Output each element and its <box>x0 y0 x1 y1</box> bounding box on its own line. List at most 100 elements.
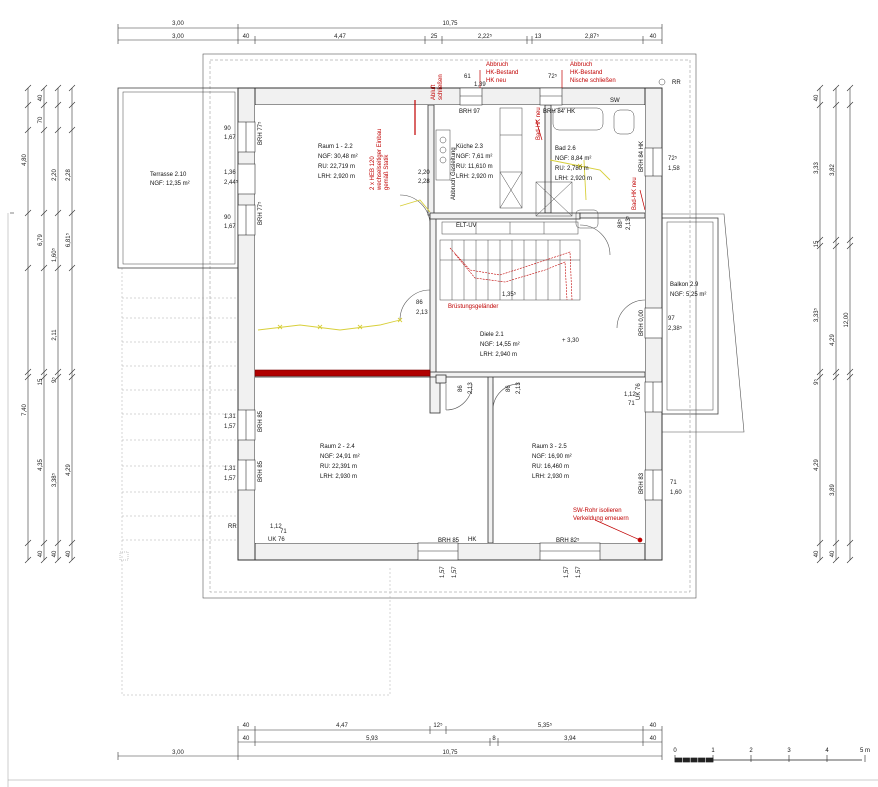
dim-top-2-1: 40 <box>243 34 250 40</box>
dimension-tick <box>40 556 48 564</box>
dim-bottom-3-0: 3,00 <box>172 750 184 756</box>
roof-outline-inner <box>209 59 691 593</box>
scale-tick-label: 4 <box>825 748 829 754</box>
dimension-tick <box>24 373 32 381</box>
dimension-tick <box>54 539 62 547</box>
room2: Raum 2 - 2.4 NGF: 24,91 m² RU: 22,391 m … <box>320 444 360 480</box>
dimension-tick <box>832 368 840 376</box>
kitchen-ngf: NGF: 7,61 m² <box>456 154 492 160</box>
dimension-tick <box>846 242 854 250</box>
dimension-tick <box>24 126 32 134</box>
label-brh000: BRH 0,00 <box>639 309 645 336</box>
dimension-tick <box>68 373 76 381</box>
dimension-tick <box>68 209 76 217</box>
room1-ngf: NGF: 30,48 m² <box>318 154 358 160</box>
uk76a: UK 76 <box>268 537 285 543</box>
dimension-tick <box>54 368 62 376</box>
dimension-tick <box>40 84 48 92</box>
label-brh82: BRH 82⁵ <box>556 537 580 544</box>
dim-bottom-1-4: 40 <box>650 723 657 729</box>
label-brh84b: BRH 84 HK <box>639 141 645 172</box>
dim-left-17: 40 <box>66 550 72 557</box>
note-gelaender: Brüstungsgeländer <box>448 304 498 310</box>
dim-right-10: 40 <box>814 550 820 557</box>
dim-left-4: 2,28 <box>66 169 72 181</box>
note-abbruch2-2: Nische schließen <box>570 78 616 84</box>
note-beam-0: 2 x HEB 120 <box>370 156 376 190</box>
label-rr-1: RR <box>672 80 681 86</box>
dim-bottom-2-3: 3,94 <box>564 736 576 742</box>
dim-left-10: 9⁵ <box>51 377 58 383</box>
dimension-tick <box>846 368 854 376</box>
lower-box <box>119 551 129 561</box>
dim-left-15: 40 <box>38 550 44 557</box>
dimension-tick <box>40 368 48 376</box>
staircase <box>439 221 581 301</box>
rr-circle-1 <box>658 78 666 86</box>
dimension-tick <box>832 373 840 381</box>
light-fixtures <box>277 163 583 330</box>
w135: 1,35⁵ <box>502 291 517 298</box>
dim-bottom-2-1: 5,93 <box>366 736 378 742</box>
w131a: 1,31 <box>224 414 236 420</box>
balcony-ngf: NGF: 5,25 m² <box>670 292 706 298</box>
kitchen-name: Küche 2.3 <box>456 144 484 150</box>
windows <box>237 87 663 561</box>
bath-lrh: LRH: 2,920 m <box>555 176 592 182</box>
dimension-tick <box>68 539 76 547</box>
w167a: 1,67 <box>224 135 236 141</box>
room2-ngf: NGF: 24,91 m² <box>320 454 360 460</box>
dimension-tick <box>54 556 62 564</box>
bath: Bad 2.6 NGF: 8,84 m² RU: 2,780 m LRH: 2,… <box>555 146 592 182</box>
dimension-tick <box>40 209 48 217</box>
dim-left-14: 4,35 <box>38 459 44 471</box>
w61: 61 <box>464 74 471 80</box>
dimension-tick <box>24 368 32 376</box>
label-brh85c: BRH 85 <box>438 538 460 544</box>
label-rr-2: RR <box>228 524 237 530</box>
dim-bottom-1-2: 12⁵ <box>433 722 443 729</box>
bath-ru: RU: 2,780 m <box>555 166 589 172</box>
w71a: 71 <box>280 529 287 535</box>
label-sw: SW <box>610 98 620 104</box>
w157a: 1,57 <box>224 424 236 430</box>
scale-tick-label: 5 m <box>860 748 870 754</box>
dim-bottom-3-1: 10,75 <box>442 750 458 756</box>
scale-tick-label: 2 <box>749 748 753 754</box>
dim-left-1: 40 <box>38 94 44 101</box>
w86a: 86 <box>416 300 423 306</box>
dimension-tick <box>40 101 48 109</box>
diele-ngf: NGF: 14,55 m² <box>480 342 520 348</box>
electrical-wiring <box>257 159 611 331</box>
dim-right-9: 3,89 <box>830 484 836 496</box>
dim-top-2-6: 2,87⁵ <box>585 33 600 40</box>
dimension-tick <box>40 264 48 272</box>
w90b: 90 <box>224 215 231 221</box>
note-abbruch2-1: HK-Bestand <box>570 70 602 76</box>
level-mark: + 3,30 <box>562 338 580 344</box>
dimension-tick <box>54 209 62 217</box>
dimension-tick <box>832 84 840 92</box>
dim-bottom-2-2: 8 <box>492 736 496 742</box>
dimension-tick <box>40 373 48 381</box>
scale-bar <box>674 757 862 763</box>
dim-bottom-1-0: 40 <box>243 723 250 729</box>
w86c: 86 <box>506 385 512 392</box>
scale-tick-label: 1 <box>711 748 715 754</box>
dimension-tick <box>846 556 854 564</box>
dim-left-2: 70 <box>38 116 44 123</box>
dim-right-0: 40 <box>814 94 820 101</box>
diele-name: Diele 2.1 <box>480 332 504 338</box>
w90a: 90 <box>224 126 231 132</box>
dimension-tick <box>832 242 840 250</box>
left-dimension-ticks <box>24 84 76 564</box>
dim-right-6: 12,00 <box>844 312 850 328</box>
w112b: 1,12 <box>624 392 636 398</box>
kitchen-lrh: LRH: 2,920 m <box>456 174 493 180</box>
dimension-tick <box>832 539 840 547</box>
w71c: 71 <box>670 480 677 486</box>
label-brh97: BRH 97 <box>459 109 481 115</box>
dimension-tick <box>816 539 824 547</box>
dimension-tick <box>832 101 840 109</box>
